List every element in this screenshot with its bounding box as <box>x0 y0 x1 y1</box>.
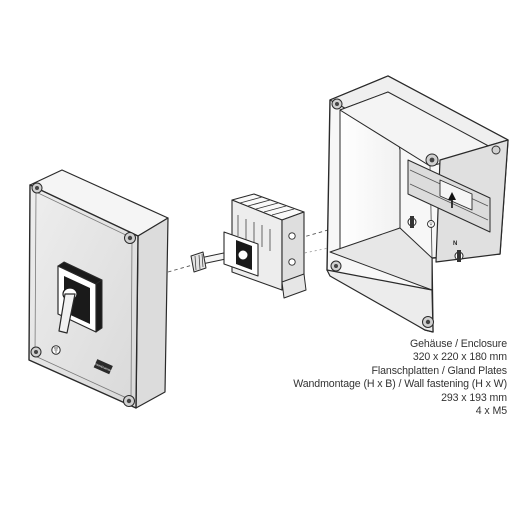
box-front-lower <box>326 269 434 333</box>
spec-enclosure-title: Gehäuse / Enclosure <box>409 338 507 350</box>
enclosure-lid: kraus&naimer <box>28 169 169 409</box>
neutral-stud <box>454 250 464 262</box>
switch-mechanism <box>190 193 307 299</box>
box-screw-right-mid <box>491 145 501 155</box>
spec-gland-plates: Flanschplatten / Gland Plates <box>371 364 508 377</box>
neutral-label: N <box>453 241 457 247</box>
handle-base-depth <box>95 279 103 333</box>
box-screw-bottom-left <box>330 260 342 272</box>
din-rail <box>407 159 491 233</box>
spec-screws: 4 x M5 <box>475 405 507 418</box>
enclosure-specifications: Gehäuse / Enclosure 320 x 220 x 180 mm F… <box>207 338 507 418</box>
brand-label-text: kraus&naimer <box>93 361 112 372</box>
spec-wall-fastening-title: Wandmontage (H x B) / Wall fastening (H … <box>293 378 507 391</box>
brand-label: kraus&naimer <box>93 359 113 375</box>
lid-screw-bottom-right <box>123 395 135 407</box>
rotary-handle <box>57 261 103 334</box>
handle-lever <box>58 293 76 334</box>
lid-right-edge <box>135 217 169 409</box>
switch-screw-2 <box>288 258 296 266</box>
switch-terminals <box>239 196 295 216</box>
shaft-coupling <box>190 251 207 273</box>
box-screw-bottom-right <box>422 316 434 328</box>
earth-stud <box>407 216 417 228</box>
box-screw-top-left <box>331 98 343 110</box>
assembly-axis-line <box>167 225 343 273</box>
switch-screw-1 <box>288 232 296 240</box>
box-inner-bottom <box>329 227 433 291</box>
lid-screw-top-left <box>31 182 43 194</box>
enclosure-box: N <box>326 75 509 333</box>
ground-symbol-icon <box>51 345 61 355</box>
up-arrow-icon <box>448 192 456 208</box>
switch-foot <box>281 273 307 299</box>
switch-terminal-slots <box>237 215 271 251</box>
lid-screw-bottom-left <box>30 346 42 358</box>
spec-wall-fastening-dimensions: 293 x 193 mm <box>441 391 507 404</box>
switch-plate-hole <box>237 249 249 261</box>
ground-symbol-box-icon <box>427 220 435 228</box>
spec-enclosure-dimensions: 320 x 220 x 180 mm <box>412 351 507 364</box>
box-screw-top-right <box>425 153 439 167</box>
lid-screw-top-right <box>124 232 136 244</box>
